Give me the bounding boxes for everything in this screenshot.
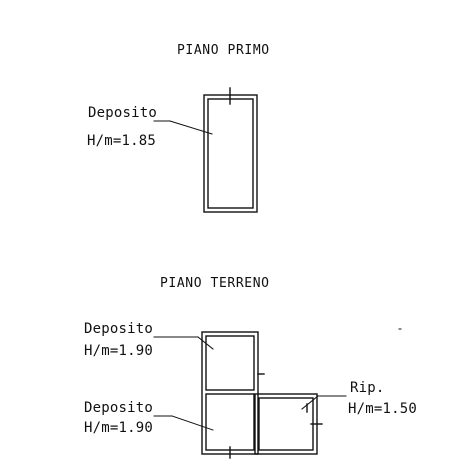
terreno-deposito-lower-height: H/m=1.90 [84, 420, 154, 436]
primo-deposito-name: Deposito [88, 105, 158, 121]
terreno-leader-lines [153, 336, 347, 431]
terreno-deposito-upper-name: Deposito [84, 321, 154, 337]
terreno-left-block-walls [201, 331, 259, 455]
terreno-rip-name: Rip. [350, 380, 385, 396]
piano-terreno-title: PIANO TERRENO [160, 276, 270, 291]
terreno-rip-walls [254, 393, 318, 455]
terreno-door-marks [229, 373, 323, 459]
terreno-deposito-upper-height: H/m=1.90 [84, 343, 154, 359]
primo-room-walls [203, 94, 258, 213]
piano-primo-title: PIANO PRIMO [177, 43, 270, 58]
terreno-deposito-lower-name: Deposito [84, 400, 154, 416]
primo-deposito-height: H/m=1.85 [87, 133, 157, 149]
primo-leader-line [153, 120, 213, 135]
terreno-rip-height: H/m=1.50 [348, 401, 418, 417]
